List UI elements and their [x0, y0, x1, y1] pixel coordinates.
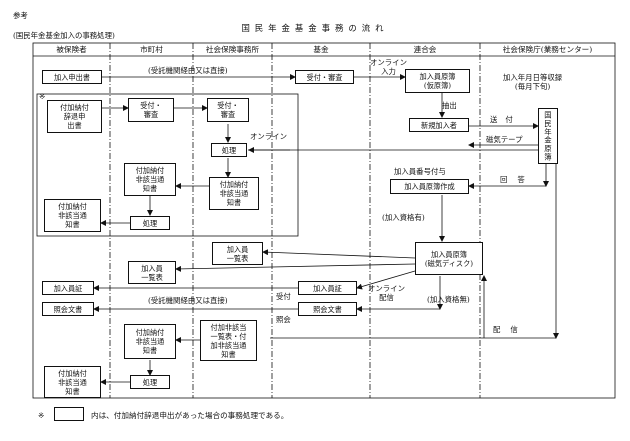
municipality-processing-box-2: 処理 — [130, 375, 170, 389]
column-header-insured: 被保険者 — [56, 45, 87, 54]
column-header-federation: 連合会 — [413, 45, 437, 54]
office-member-list-box: 加入員 一覧表 — [212, 242, 263, 265]
extract-label: 抽出 — [442, 101, 457, 110]
temporary-roster-box: 加入員原簿 (仮原簿) — [405, 69, 470, 93]
page-title: 国民年金基金事務の流れ — [241, 23, 389, 33]
municipality-processing-box-1: 処理 — [130, 216, 170, 230]
roster-magnetic-disk-box: 加入員原簿 (磁気ディスク) — [415, 242, 483, 275]
insured-notice-box-1: 付加納付 非該当通 知書 — [44, 199, 101, 232]
note-label: 参考 — [13, 11, 28, 20]
exemption-application-box: 付加納付 辞退申 出書 — [47, 100, 102, 133]
municipality-member-list-box: 加入員 一覧表 — [128, 261, 176, 284]
with-eligibility-label: (加入資格有) — [382, 213, 425, 222]
member-number-label: 加入員番号付与 — [394, 167, 446, 176]
magnetic-tape-label: 磁気テープ — [486, 135, 523, 144]
fund-receive-review-box: 受付・審査 — [295, 70, 354, 84]
footnote-box-sample — [54, 407, 84, 421]
insured-inquiry-doc-box: 照会文書 — [42, 302, 94, 316]
delivery-label: 配信 — [493, 325, 528, 334]
enrollment-application-box: 加入申出書 — [42, 70, 102, 84]
office-processing-box: 処理 — [211, 143, 247, 157]
column-header-fund: 基金 — [313, 45, 329, 54]
online-label: オンライン — [250, 132, 287, 141]
asterisk-mark: ※ — [39, 92, 46, 101]
insured-notice-box-2: 付加納付 非該当通 知書 — [44, 366, 101, 398]
inquiry-label: 照会 — [276, 315, 291, 324]
via-consignee-label-1: (受託機関経由又は直接) — [148, 66, 228, 75]
without-eligibility-label: (加入資格無) — [427, 295, 470, 304]
footnote-mark: ※ — [38, 411, 45, 420]
national-pension-ledger-box: 国民年金原簿 — [538, 108, 558, 164]
footnote-text: 内は、付加納付辞退申出があった場合の事務処理である。 — [91, 411, 289, 420]
municipality-receive-review-box: 受付・ 審査 — [128, 98, 174, 122]
column-header-social-insurance-agency: 社会保険庁(業務センター) — [502, 45, 593, 54]
receipt-label: 受付 — [276, 292, 291, 301]
online-input-label: オンライン 入力 — [370, 58, 407, 76]
insured-member-cert-box: 加入員証 — [42, 281, 94, 295]
page-subtitle: (国民年金基金加入の事務処理) — [13, 31, 115, 40]
new-member-box: 新規加入者 — [409, 118, 469, 132]
join-date-record-label: 加入年月日等収録 (毎月下旬) — [503, 73, 563, 91]
office-exempt-list-notice-box: 付加非該当 一覧表・付 加非該当通 知書 — [200, 320, 257, 361]
reply-label: 回答 — [500, 175, 535, 184]
fund-member-cert-box: 加入員証 — [298, 281, 357, 295]
fund-inquiry-doc-box: 照会文書 — [298, 302, 357, 316]
column-header-social-insurance-office: 社会保険事務所 — [205, 45, 260, 54]
office-notice-box: 付加納付 非該当通 知書 — [209, 177, 259, 210]
municipality-notice-box-1: 付加納付 非該当通 知書 — [124, 163, 176, 196]
via-consignee-label-2: (受託機関経由又は直接) — [148, 296, 228, 305]
send-label: 送付 — [490, 115, 521, 124]
online-delivery-label: オンライン 配信 — [368, 284, 405, 302]
office-receive-review-box: 受付・ 審査 — [207, 98, 249, 122]
roster-creation-box: 加入員原簿作成 — [390, 179, 469, 194]
municipality-notice-box-2: 付加納付 非該当通 知書 — [124, 324, 176, 359]
column-header-municipality: 市町村 — [140, 45, 163, 54]
